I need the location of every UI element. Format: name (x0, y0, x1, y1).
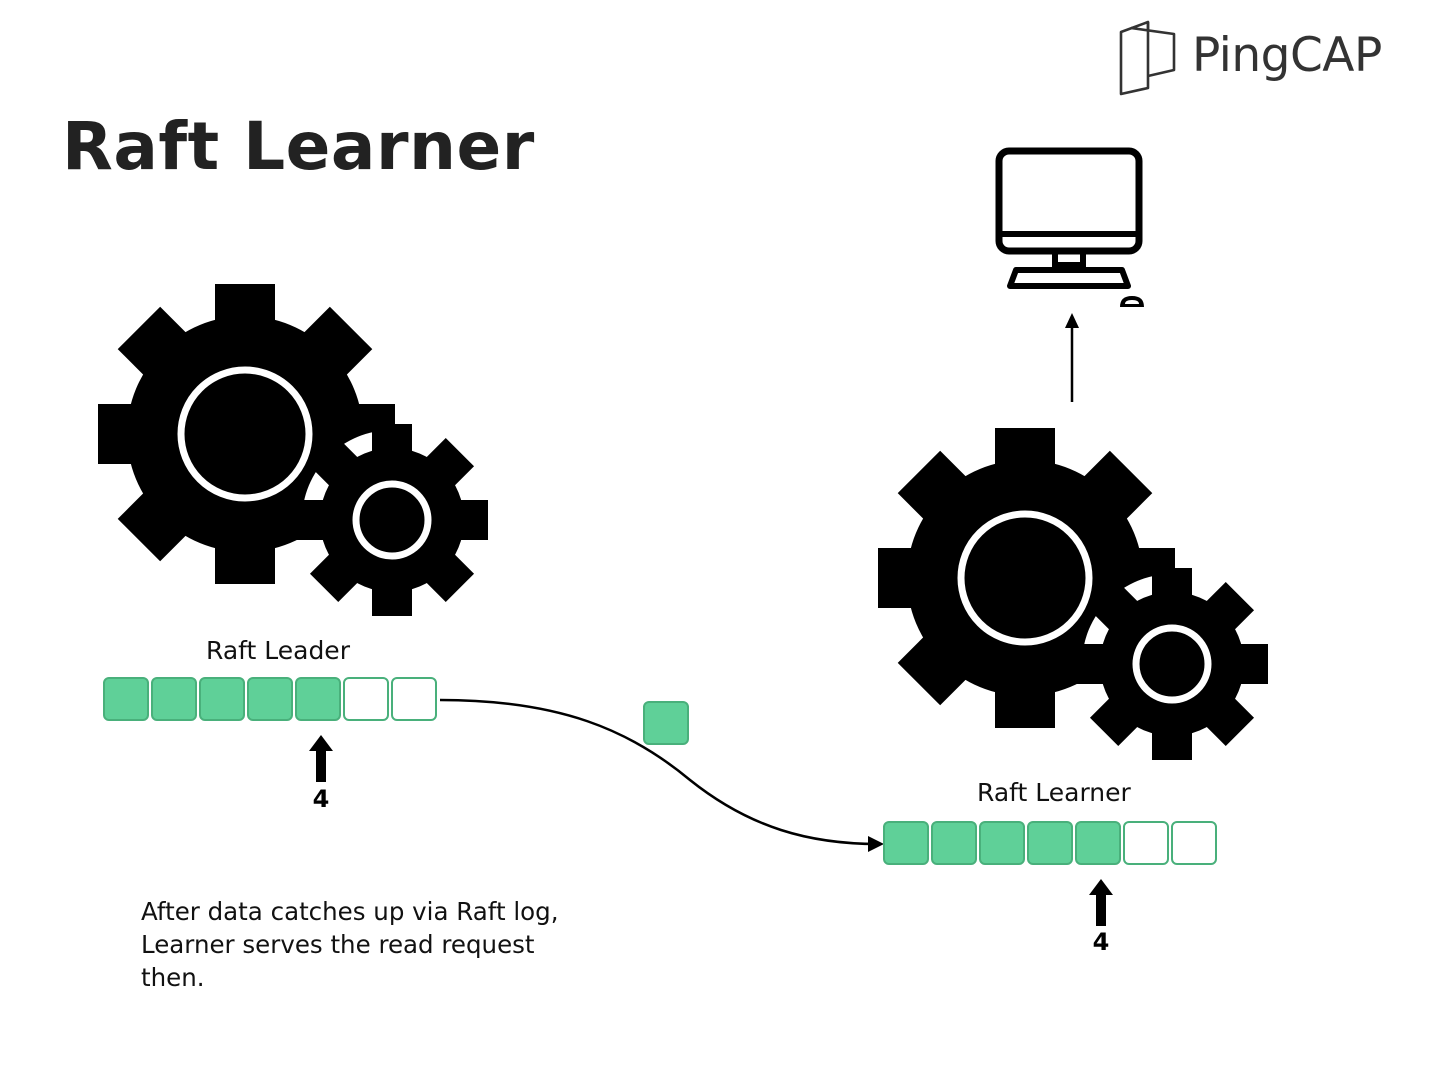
brand-name: PingCAP (1192, 28, 1382, 83)
caption-line: Learner serves the read request (141, 930, 535, 959)
log-entry-committed (1075, 821, 1121, 865)
log-entry-committed (151, 677, 197, 721)
log-entry-committed (931, 821, 977, 865)
small-gear (1076, 568, 1268, 760)
learner-label: Raft Learner (977, 778, 1131, 807)
log-entry-empty (343, 677, 389, 721)
small-gear (296, 424, 488, 616)
log-entry-empty (1123, 821, 1169, 865)
computer-icon (995, 147, 1144, 307)
leader-index-arrow-icon (309, 735, 333, 782)
log-entry-committed (979, 821, 1025, 865)
large-gear (878, 428, 1175, 728)
leader-label: Raft Leader (206, 636, 350, 665)
log-entry-committed (883, 821, 929, 865)
learner-index-arrow-icon (1089, 879, 1113, 926)
learner-index-number: 4 (1092, 928, 1110, 956)
log-entry-committed (295, 677, 341, 721)
log-entry-committed (1027, 821, 1073, 865)
learner-gears-icon (878, 428, 1268, 760)
in-flight-log-entry (643, 701, 689, 745)
log-entry-empty (1171, 821, 1217, 865)
pingcap-logo-icon (1119, 20, 1176, 96)
replication-arrow (439, 698, 884, 852)
leader-index-number: 4 (312, 785, 330, 813)
leader-gears-icon (98, 284, 488, 616)
learner-log (883, 821, 1219, 865)
caption-line: then. (141, 963, 205, 992)
large-gear (98, 284, 395, 584)
read-request-arrow (1065, 313, 1079, 402)
slide-title: Raft Learner (62, 108, 535, 185)
caption-line: After data catches up via Raft log, (141, 897, 559, 926)
log-entry-committed (199, 677, 245, 721)
caption-text: After data catches up via Raft log, Lear… (141, 895, 601, 994)
log-entry-empty (391, 677, 437, 721)
log-entry-committed (247, 677, 293, 721)
leader-log (103, 677, 439, 721)
log-entry-committed (103, 677, 149, 721)
